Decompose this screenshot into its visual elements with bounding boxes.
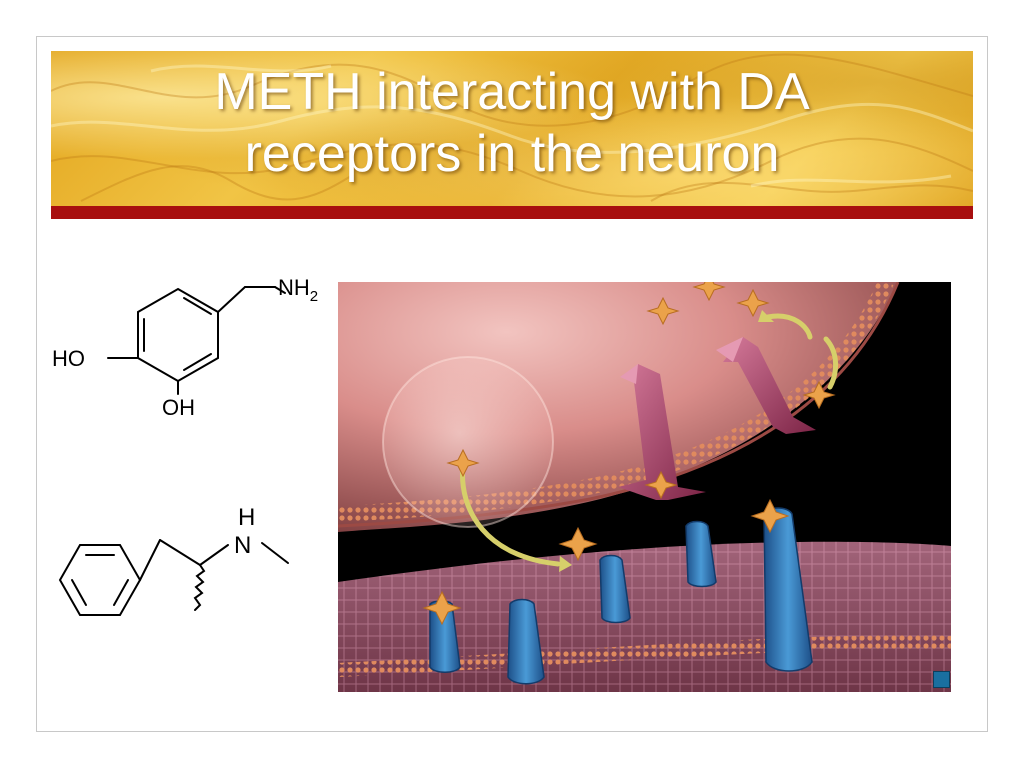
reuptake-arrow-2 bbox=[765, 313, 813, 340]
alpha-carbon-bond bbox=[159, 539, 201, 566]
dopamine-molecule-icon bbox=[422, 282, 836, 626]
ethyl-bond-1 bbox=[217, 286, 246, 313]
dopamine-hydroxyl-left: HO bbox=[52, 346, 85, 371]
benzyl-bond bbox=[139, 539, 161, 581]
dopamine-amine-label: NH2 bbox=[278, 275, 318, 305]
synapse-illustration bbox=[338, 282, 951, 692]
reuptake-arrow-1 bbox=[823, 336, 838, 390]
publisher-logo-icon bbox=[933, 671, 950, 688]
vesicle-icon bbox=[382, 356, 554, 528]
slide-title-line-2: receptors in the neuron bbox=[244, 125, 780, 183]
dopamine-hydroxyl-bottom: OH bbox=[162, 395, 195, 420]
release-arrow bbox=[459, 461, 561, 567]
meth-nh-nitrogen: N bbox=[234, 532, 251, 559]
transporter-icon bbox=[618, 337, 816, 500]
n-methyl-bond bbox=[261, 542, 289, 564]
title-underline-bar bbox=[51, 206, 973, 219]
title-banner: METH interacting with DA receptors in th… bbox=[51, 51, 973, 206]
slide-title-line-1: METH interacting with DA bbox=[214, 63, 810, 121]
dopamine-structure: NH2 HO OH bbox=[52, 275, 318, 420]
c-n-bond bbox=[199, 544, 229, 566]
slide-title: METH interacting with DA receptors in th… bbox=[51, 61, 973, 185]
phenyl-ring bbox=[58, 544, 142, 616]
banner-texture bbox=[51, 53, 973, 202]
methamphetamine-structure: H N bbox=[58, 504, 289, 616]
synapse-illustration-svg bbox=[338, 282, 951, 692]
dopamine-ring bbox=[137, 287, 219, 383]
meth-nh-hydrogen: H bbox=[238, 504, 255, 531]
methyl-wavy-bond bbox=[193, 564, 206, 611]
receptor-icon bbox=[429, 507, 813, 685]
